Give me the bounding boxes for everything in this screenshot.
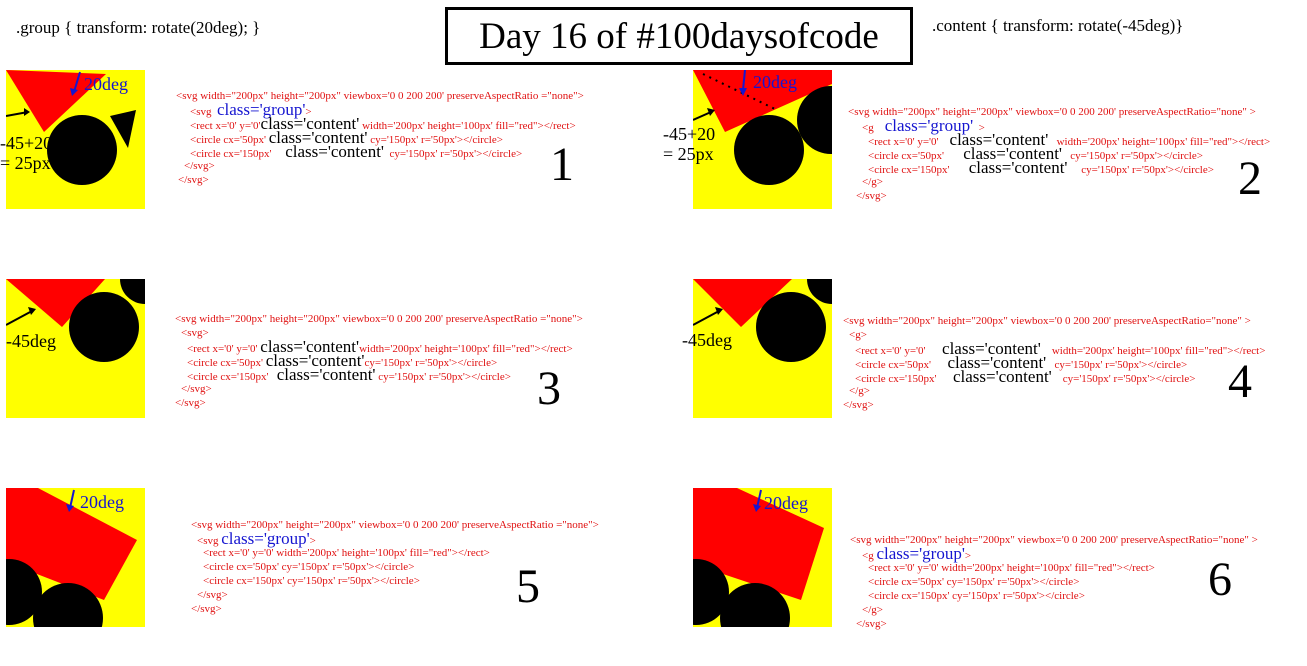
panel-5-code: <svg width="200px" height="200px" viewbo… [191, 518, 599, 616]
code-line: </svg> [856, 618, 887, 630]
code-line: <circle cx='150px' class='content' cy='1… [187, 365, 511, 384]
code-line: <circle cx='50px' class='content' cy='15… [855, 353, 1188, 372]
code-line: <circle cx='150px' cy='150px' r='50px'><… [868, 590, 1085, 602]
code-line: <g class='group'> [862, 544, 972, 563]
code-line: </svg> [178, 174, 209, 186]
panel-3-code: <svg width="200px" height="200px" viewbo… [175, 312, 583, 410]
code-line: </svg> [184, 160, 215, 172]
panel-1-calc-line-1: -45+20 [0, 133, 53, 153]
panel-6-code: <svg width="200px" height="200px" viewbo… [850, 533, 1258, 631]
title-box: Day 16 of #100daysofcode [445, 7, 913, 65]
code-line: <rect x='0' y='0' class='content'width='… [187, 337, 573, 356]
panel-6-rotation-label: 20deg [764, 493, 808, 513]
code-line: </g> [862, 176, 883, 188]
panel-6-number: 6 [1208, 553, 1232, 606]
panel-1-illustration [6, 70, 145, 209]
code-line: </svg> [843, 399, 874, 411]
code-line: <svg width="200px" height="200px" viewbo… [191, 519, 599, 531]
panel-2-calc-line-1: -45+20 [663, 124, 716, 144]
panel-4-illustration [693, 279, 832, 418]
panel-4-rotation-label: -45deg [682, 330, 732, 350]
panel-6-illustration [693, 488, 832, 627]
code-line: </svg> [191, 603, 222, 615]
panel-1-calc-line-2: = 25px [0, 153, 51, 173]
content-transform-rule: .content { transform: rotate(-45deg)} [932, 16, 1184, 35]
panel-1-rotation-label: 20deg [84, 74, 128, 94]
code-line: <svg> [181, 327, 209, 339]
code-line: </svg> [175, 397, 206, 409]
panel-2-calc-line-2: = 25px [663, 144, 714, 164]
code-line: <circle cx='150px' class='content' cy='1… [855, 367, 1196, 386]
code-line: <rect x='0' y='0' width='200px' height='… [868, 562, 1155, 574]
code-line: </svg> [197, 589, 228, 601]
code-line: <rect x='0' y='0' width='200px' height='… [203, 547, 490, 559]
code-line: <svg width="200px" height="200px" viewbo… [176, 90, 584, 102]
code-line: <circle cx='150px' class='content' cy='1… [868, 158, 1214, 177]
panel-3-rotation-label: -45deg [6, 331, 56, 351]
code-line: <circle cx='50px' class='content' cy='15… [190, 128, 503, 147]
panel-5-rotation-label: 20deg [80, 492, 124, 512]
code-line: </svg> [856, 190, 887, 202]
code-line: <circle cx='150px' class='content' cy='1… [190, 142, 523, 161]
code-line: <rect x='0' y='0' class='content' width=… [868, 130, 1271, 149]
code-line: <circle cx='50px' class='content'cy='150… [187, 351, 498, 370]
panel-2-number: 2 [1238, 152, 1262, 205]
panel-4-number: 4 [1228, 355, 1252, 408]
code-line: <svg class='group'> [190, 100, 312, 119]
code-line: <g> [849, 329, 867, 341]
code-line: <svg width="200px" height="200px" viewbo… [175, 313, 583, 325]
panel-2-illustration [693, 70, 832, 209]
code-line: <svg width="200px" height="200px" viewbo… [843, 315, 1251, 327]
panel-2-code: <svg width="200px" height="200px" viewbo… [848, 105, 1270, 203]
code-line: <svg class='group'> [197, 529, 316, 548]
page-title: Day 16 of #100daysofcode [479, 15, 879, 57]
panel-3-illustration [6, 279, 145, 418]
panel-5-number: 5 [516, 560, 540, 613]
code-line: <rect x='0' y='0' class='content' width=… [855, 339, 1266, 358]
panel-4-code: <svg width="200px" height="200px" viewbo… [843, 314, 1265, 412]
code-line: <rect x='0' y='0'class='content' width='… [190, 114, 576, 133]
code-line: <circle cx='50px' cy='150px' r='50px'></… [868, 576, 1080, 588]
code-line: <circle cx='50px' class='content' cy='15… [868, 144, 1203, 163]
code-line: <svg width="200px" height="200px" viewbo… [848, 106, 1256, 118]
panel-5-illustration [6, 488, 145, 627]
panel-3-number: 3 [537, 362, 561, 415]
panel-1-code: <svg width="200px" height="200px" viewbo… [176, 89, 584, 187]
code-line: </g> [862, 604, 883, 616]
group-transform-rule: .group { transform: rotate(20deg); } [16, 18, 261, 37]
code-line: <g class='group' > [862, 116, 985, 135]
code-line: </svg> [181, 383, 212, 395]
code-line: <circle cx='50px' cy='150px' r='50px'></… [203, 561, 415, 573]
code-line: <circle cx='150px' cy='150px' r='50px'><… [203, 575, 420, 587]
panel-1-number: 1 [550, 138, 574, 191]
panel-2-rotation-label: 20deg [753, 72, 797, 92]
code-line: <svg width="200px" height="200px" viewbo… [850, 534, 1258, 546]
code-line: </g> [849, 385, 870, 397]
